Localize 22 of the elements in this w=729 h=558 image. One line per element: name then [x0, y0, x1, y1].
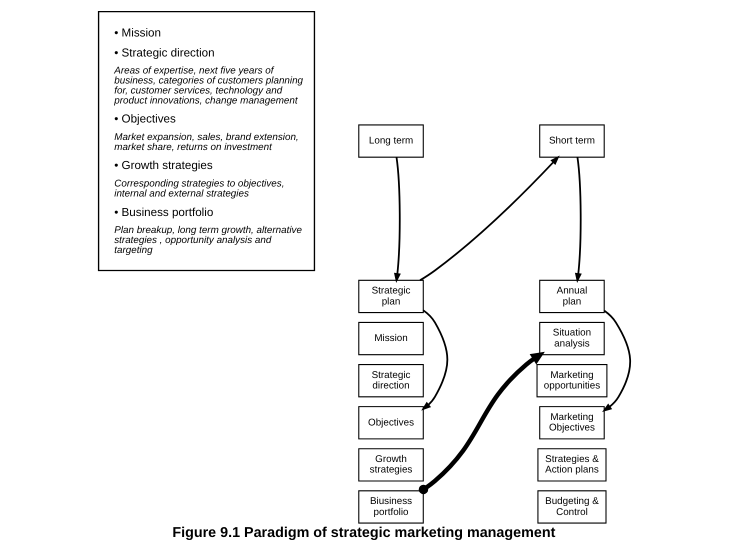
node-box: • Mission • Strategic direction Areas of expertise, next five years of business, categories of customers planning for, customer services, technology and product innovations, change management • Objectives Market expansion, sales, brand extension, market share, returns on investment • Growth strategies Corresponding strategies to objectives, internal and external strategies • Business portfolio Plan breakup, long term growth, alternative strategies , opportunity analysis and targeting — [98, 10, 316, 272]
node-box: Strategies & Action plans — [537, 448, 607, 482]
node-box: Situation analysis — [539, 322, 605, 356]
node-box: Marketing Objectives — [539, 406, 605, 440]
arrow — [602, 310, 631, 412]
node-box: Annual plan — [539, 280, 605, 314]
node-box: Growth strategies — [358, 448, 424, 482]
node-box: Strategic direction — [358, 364, 424, 398]
caption: Figure 9.1 Paradigm of strategic marketing management — [172, 525, 556, 542]
node-box: Marketing opportunities — [536, 364, 608, 398]
node-box: Mission — [358, 322, 424, 356]
node-box: Long term — [358, 124, 424, 158]
node-box: Short term — [539, 124, 605, 158]
node-box: Biusiness portfolio — [358, 490, 424, 524]
arrow — [418, 352, 545, 494]
node-box: Budgeting & Control — [537, 490, 607, 524]
arrow — [421, 310, 448, 411]
arrow — [574, 157, 582, 284]
arrow — [394, 157, 401, 284]
arrow — [420, 155, 560, 282]
node-box: Objectives — [358, 406, 424, 440]
node-box: Strategic plan — [358, 280, 424, 314]
